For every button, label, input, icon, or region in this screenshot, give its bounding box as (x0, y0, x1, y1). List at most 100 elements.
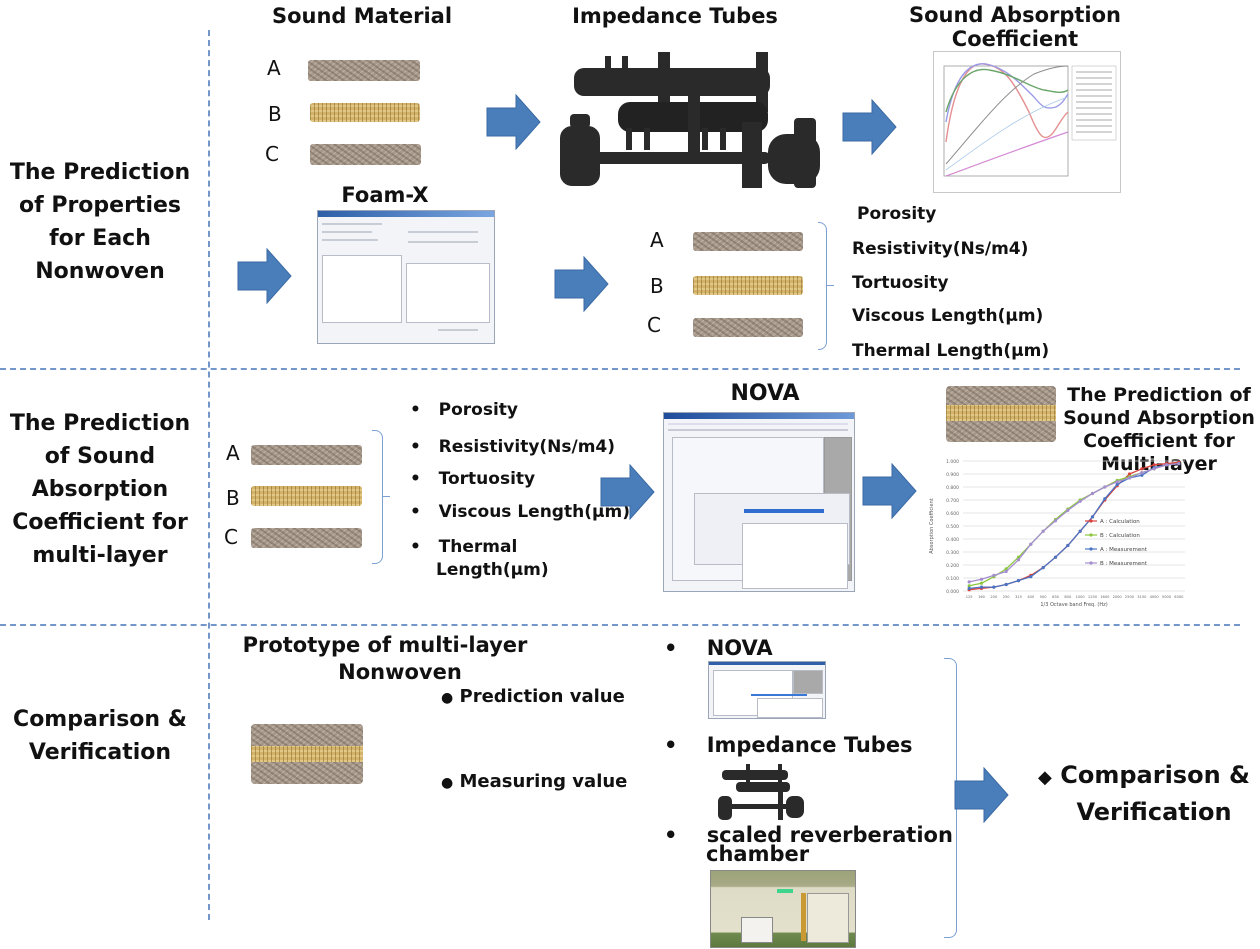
chart-data-point (1177, 462, 1181, 466)
right-arrow-icon (842, 99, 897, 155)
row1-title-line: The Prediction (9, 160, 191, 185)
chart-data-point (1103, 485, 1107, 489)
bullet-property: • Thermal (410, 537, 517, 557)
row2-title-line: Coefficient for (12, 510, 188, 535)
ui-dialog (757, 698, 823, 718)
chart-legend-marker (1089, 561, 1093, 565)
horizontal-separator-2 (0, 624, 1240, 626)
property-porosity: Porosity (438, 400, 518, 420)
bullet-property: • Resistivity(Ns/m4) (410, 437, 615, 457)
material-swatch-a (308, 60, 420, 81)
row3-title-line: Verification (28, 740, 172, 765)
property-viscous-length: Viscous Length(μm) (438, 502, 630, 522)
prototype-swatch (251, 724, 363, 784)
chart-x-tick: 400 (1027, 595, 1035, 599)
ui-toolbar (668, 429, 848, 431)
chart-data-point (1115, 480, 1119, 484)
right-arrow-icon (600, 464, 655, 520)
tool-label: Impedance Tubes (706, 733, 913, 757)
chart-x-tick: 500 (1040, 595, 1048, 599)
right-arrow-icon (954, 767, 1009, 823)
heading-line: Coefficient (951, 27, 1079, 51)
heading-line: Sound Absorption (1063, 407, 1255, 429)
chart-x-tick: 5000 (1162, 595, 1172, 599)
chart-legend-label: A : Calculation (1100, 519, 1140, 525)
result-line: ◆ Comparison & (1028, 758, 1260, 795)
measuring-value-item: ● Measuring value (441, 771, 627, 792)
comparison-verification-result: ◆ Comparison & Verification (1028, 758, 1260, 829)
horizontal-separator-1 (0, 368, 1240, 370)
result-line-1: Comparison & (1060, 761, 1250, 789)
chart-data-point (1115, 482, 1119, 486)
property-porosity: Porosity (857, 204, 937, 224)
chart-legend-label: B : Measurement (1100, 561, 1148, 567)
chart-data-point (1029, 575, 1033, 579)
diamond-bullet-icon: ◆ (1038, 767, 1052, 788)
chart-x-tick: 800 (1064, 595, 1072, 599)
bullet-icon: • (664, 823, 678, 847)
window-titlebar (664, 413, 854, 419)
chart-data-point (1004, 567, 1008, 571)
chart-x-tick: 3150 (1137, 595, 1147, 599)
chart-y-tick: 0.700 (946, 498, 959, 504)
material-label-c: C (265, 142, 279, 166)
chart-y-tick: 1.000 (946, 459, 959, 465)
chamber-control-box (741, 917, 773, 943)
chart-x-tick: 4000 (1150, 595, 1160, 599)
layer-c (251, 762, 363, 784)
row3-title-line: Comparison & (13, 707, 187, 732)
chart-data-point (1004, 582, 1008, 587)
material-label-c: C (647, 313, 661, 337)
chart-data-point (992, 585, 996, 589)
ui-selection (751, 694, 807, 696)
right-arrow-icon (862, 463, 917, 519)
bullet-icon: ● (441, 690, 454, 706)
chart-legend-label: B : Calculation (1100, 533, 1140, 539)
row2-title-line: Absorption (31, 477, 169, 502)
chart-data-point (1016, 579, 1021, 583)
heading-line: Prototype of multi-layer (242, 633, 528, 657)
chart-legend-marker (1089, 519, 1093, 523)
chart-legend-marker (1089, 547, 1093, 551)
tool-label: scaled reverberation (706, 823, 953, 847)
property-tortuosity: Tortuosity (438, 469, 536, 489)
chart-data-point (1053, 519, 1058, 523)
chart-data-point (1103, 497, 1107, 501)
layer-c (946, 421, 1056, 442)
right-brace-icon (372, 430, 383, 564)
material-label-b: B (226, 486, 240, 510)
chart-x-tick: 1600 (1100, 595, 1110, 599)
chart-data-point (1066, 543, 1070, 548)
impedance-tubes-image (560, 52, 820, 188)
chart-data-point (1016, 558, 1021, 562)
layer-a (946, 386, 1056, 405)
impedance-tubes-thumbnail (718, 764, 804, 820)
right-brace-icon (818, 222, 827, 350)
bullet-icon: • (410, 437, 421, 457)
chart-y-tick: 0.100 (946, 576, 959, 582)
measuring-value-label: Measuring value (459, 771, 628, 792)
brace-tick (826, 285, 834, 286)
vertical-separator (208, 30, 210, 920)
chamber-door-frame (801, 893, 806, 941)
right-arrow-icon (554, 256, 609, 312)
bullet-icon: ● (441, 775, 454, 791)
chart-data-point (1078, 529, 1082, 533)
material-swatch-b (251, 486, 362, 506)
chart-data-point (1152, 463, 1156, 467)
chart-data-point (967, 584, 971, 588)
foamx-heading: Foam-X (341, 183, 429, 207)
sound-absorption-plot-image (933, 51, 1121, 193)
row2-title-line: The Prediction (9, 411, 191, 436)
nova-heading: NOVA (730, 381, 800, 406)
chart-x-label: 1/3 Octave band Freq. (Hz) (1040, 602, 1107, 608)
chart-data-point (1164, 463, 1169, 467)
material-swatch-c (693, 318, 803, 337)
multilayer-result-heading: The Prediction of Sound Absorption Coeff… (1058, 384, 1260, 476)
ui-dialog (742, 523, 848, 589)
chart-x-tick: 250 (1003, 595, 1011, 599)
nova-thumbnail (708, 661, 826, 719)
chart-legend-marker (1089, 533, 1093, 537)
multilayer-swatch (946, 386, 1056, 442)
chart-x-tick: 6300 (1174, 595, 1184, 599)
